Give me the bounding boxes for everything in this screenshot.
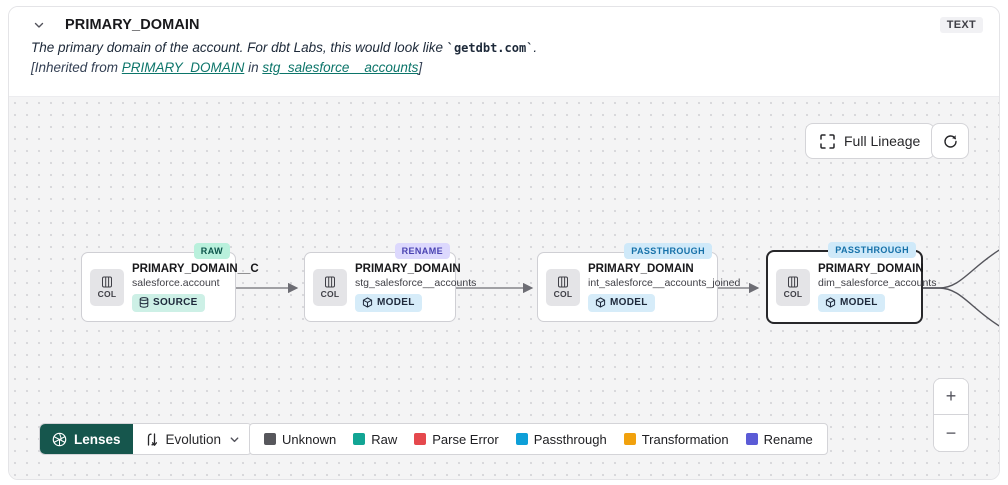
columns-icon (102, 276, 112, 287)
zoom-in-button[interactable]: + (934, 379, 968, 415)
resource-type-pill: MODEL (818, 293, 885, 312)
column-description: The primary domain of the account. For d… (31, 40, 538, 55)
legend-swatch (414, 433, 427, 445)
lineage-node-staging[interactable]: RENAME COL PRIMARY_DOMAIN stg_salesforce… (304, 243, 476, 322)
node-subtitle: dim_salesforce_accounts (818, 276, 937, 289)
legend-swatch (515, 433, 528, 445)
fullscreen-icon (820, 133, 835, 149)
node-subtitle: salesforce.account (132, 276, 220, 289)
columns-icon (558, 276, 568, 287)
legend-swatch (264, 433, 276, 445)
zoom-out-button[interactable]: − (934, 415, 968, 451)
legend-item: Parse Error (414, 432, 499, 447)
resource-type-pill: SOURCE (132, 293, 205, 312)
node-title: PRIMARY_DOMAIN (588, 262, 694, 275)
lineage-canvas[interactable]: Full Lineage RAW COL PRIMARY_DOMAIN__C s… (9, 96, 999, 479)
legend-item: Passthrough (515, 432, 607, 447)
cube-icon (362, 297, 373, 308)
inherited-note: [Inherited from PRIMARY_DOMAIN in stg_sa… (31, 60, 423, 75)
column-chip: COL (546, 268, 580, 306)
evolution-badge: RAW (193, 243, 230, 259)
database-icon (139, 297, 149, 308)
node-title: PRIMARY_DOMAIN (818, 262, 924, 275)
legend-swatch (623, 433, 636, 445)
evolution-legend: Unknown Raw Parse Error Passthrough Tran… (249, 423, 828, 455)
inherited-column-link[interactable]: PRIMARY_DOMAIN (121, 60, 245, 75)
full-lineage-button[interactable]: Full Lineage (805, 123, 936, 159)
legend-item: Unknown (264, 432, 336, 447)
inherited-model-link[interactable]: stg_salesforce__accounts (262, 60, 419, 75)
lineage-node-intermediate[interactable]: PASSTHROUGH COL PRIMARY_DOMAIN int_sales… (537, 243, 740, 322)
legend-item: Rename (745, 432, 813, 447)
lens-dropdown[interactable]: Evolution (132, 424, 253, 454)
resource-type-pill: MODEL (355, 293, 422, 312)
refresh-icon (943, 134, 957, 148)
column-header: PRIMARY_DOMAIN TEXT The primary domain o… (9, 7, 999, 96)
page-title: PRIMARY_DOMAIN (65, 17, 200, 33)
inline-code: `getdbt.com` (446, 41, 534, 55)
evolution-badge: PASSTHROUGH (624, 243, 712, 259)
columns-icon (788, 276, 798, 287)
column-chip: COL (313, 268, 347, 306)
legend-swatch (745, 433, 758, 445)
node-title: PRIMARY_DOMAIN (355, 262, 461, 275)
node-subtitle: int_salesforce__accounts_joined (588, 276, 741, 289)
lens-aperture-icon (52, 432, 67, 446)
evolution-badge: PASSTHROUGH (828, 242, 916, 258)
collapse-chevron-icon[interactable] (31, 17, 47, 33)
cube-icon (595, 297, 606, 308)
chevron-down-icon (230, 436, 239, 442)
refresh-button[interactable] (931, 123, 969, 159)
node-subtitle: stg_salesforce__accounts (355, 276, 477, 289)
evolution-badge: RENAME (394, 243, 450, 259)
column-chip: COL (90, 268, 124, 306)
zoom-controls: + − (933, 378, 969, 452)
cube-icon (825, 297, 836, 308)
legend-swatch (353, 433, 366, 445)
lens-selector: Lenses Evolution (39, 423, 254, 455)
lineage-node-source-column[interactable]: RAW COL PRIMARY_DOMAIN__C salesforce.acc… (81, 243, 259, 322)
column-type-badge: TEXT (939, 17, 983, 33)
resource-type-pill: MODEL (588, 293, 655, 312)
evolution-icon (147, 432, 157, 446)
lenses-button[interactable]: Lenses (40, 424, 133, 454)
column-lineage-panel: PRIMARY_DOMAIN TEXT The primary domain o… (8, 6, 1000, 480)
node-title: PRIMARY_DOMAIN__C (132, 262, 259, 275)
lineage-node-dim-selected[interactable]: PASSTHROUGH COL PRIMARY_DOMAIN dim_sales… (766, 242, 936, 324)
column-chip: COL (776, 268, 810, 306)
legend-item: Raw (353, 432, 397, 447)
legend-item: Transformation (623, 432, 729, 447)
columns-icon (325, 276, 335, 287)
